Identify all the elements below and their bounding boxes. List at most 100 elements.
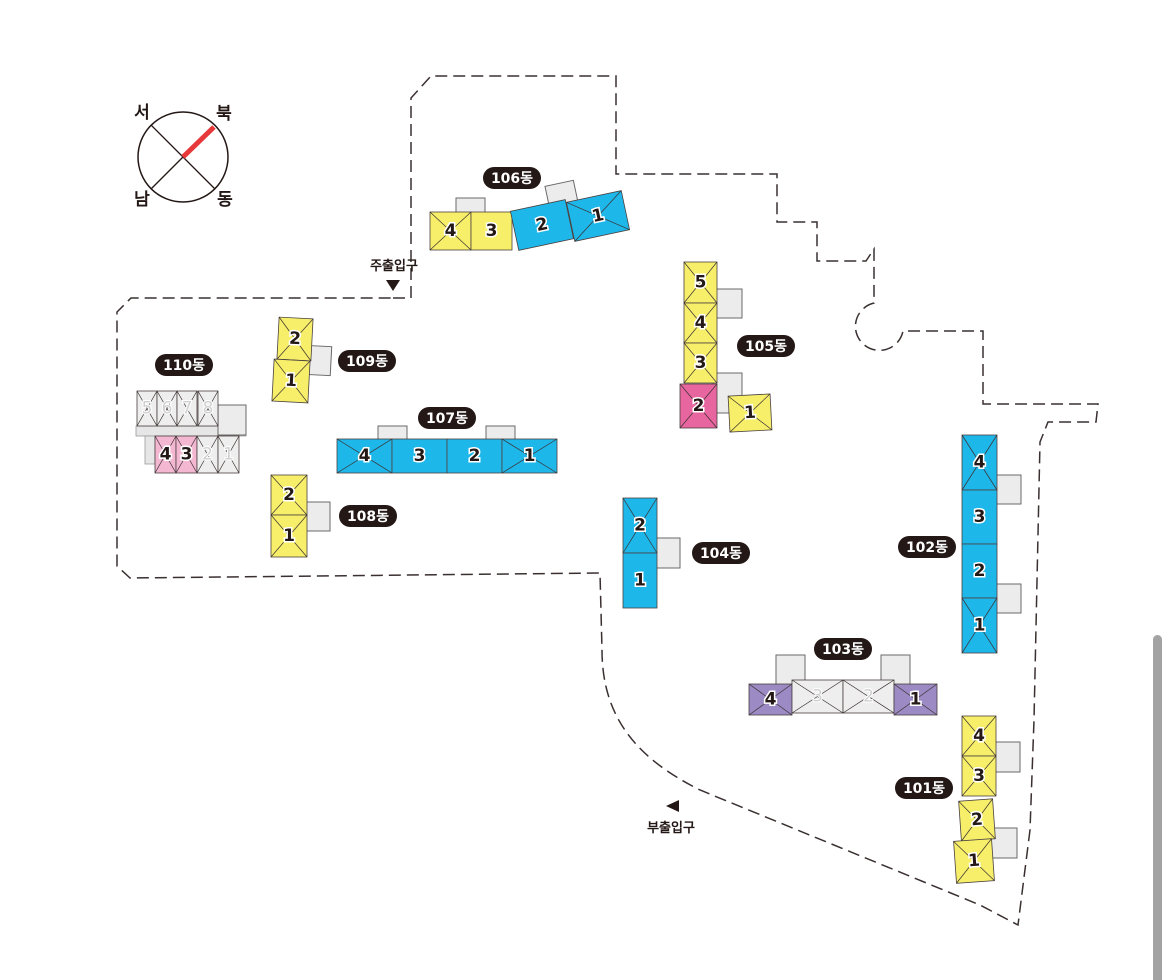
unit-107-1[interactable]: 1 — [501, 438, 558, 474]
building-label[interactable]: 106동 — [483, 167, 541, 189]
unit-diagonal — [679, 383, 718, 429]
left-triangle-icon — [666, 800, 679, 812]
unit-number: 2 — [283, 485, 295, 505]
unit-diagonal — [276, 318, 314, 360]
unit-107-3[interactable]: 3 — [391, 438, 448, 474]
unit-shape — [622, 552, 658, 609]
building-101[interactable]: 4 3 2 1 101동 — [895, 715, 1021, 884]
unit-number: 4 — [973, 726, 985, 746]
unit-102-4[interactable]: 4 — [961, 434, 998, 491]
building-label[interactable]: 108동 — [339, 505, 397, 527]
building-label[interactable]: 104동 — [692, 542, 750, 564]
unit-110-8[interactable]: 8 — [197, 390, 219, 427]
sub-gate-label: 부출입구 — [647, 820, 695, 836]
vertical-scrollbar[interactable] — [1153, 635, 1162, 980]
compass-north: 북 — [216, 104, 232, 124]
unit-102-1[interactable]: 1 — [961, 597, 998, 654]
unit-number: 1 — [285, 371, 298, 392]
unit-106-2[interactable]: 2 — [509, 199, 575, 251]
unit-number: 3 — [973, 766, 985, 786]
unit-101-3[interactable]: 3 — [961, 755, 997, 797]
unit-105-4[interactable]: 4 — [683, 302, 718, 344]
building-label[interactable]: 110동 — [155, 354, 213, 376]
unit-107-2[interactable]: 2 — [446, 438, 503, 474]
unit-diagonal — [683, 261, 718, 304]
building-label[interactable]: 103동 — [814, 638, 872, 660]
building-label[interactable]: 109동 — [338, 350, 396, 372]
unit-102-3[interactable]: 3 — [961, 489, 998, 545]
unit-number: 8 — [203, 399, 214, 419]
unit-103-3[interactable]: 3 — [791, 679, 844, 714]
unit-diagonal — [961, 597, 998, 654]
unit-104-1[interactable]: 1 — [622, 552, 658, 609]
unit-diagonal — [175, 435, 198, 474]
unit-109-2[interactable]: 2 — [276, 316, 314, 362]
unit-diagonal — [154, 435, 177, 474]
compass: 서 북 남 동 — [134, 103, 233, 210]
unit-108-2[interactable]: 2 — [270, 474, 308, 516]
unit-102-2[interactable]: 2 — [961, 543, 998, 599]
unit-108-1[interactable]: 1 — [270, 514, 308, 558]
unit-103-2[interactable]: 2 — [842, 679, 895, 714]
down-triangle-icon — [386, 280, 400, 291]
compass-south: 남 — [134, 190, 150, 210]
building-108[interactable]: 2 1 108동 — [270, 474, 397, 558]
unit-number: 4 — [445, 221, 457, 241]
unit-105-2[interactable]: 2 — [679, 383, 718, 429]
unit-diagonal — [196, 435, 219, 474]
unit-106-3[interactable]: 3 — [470, 211, 513, 251]
label-pill — [692, 542, 750, 564]
unit-106-1[interactable]: 1 — [565, 190, 631, 242]
building-label[interactable]: 102동 — [898, 536, 956, 558]
unit-number: 2 — [634, 516, 646, 536]
unit-106-4[interactable]: 4 — [429, 211, 472, 251]
unit-number: 4 — [160, 445, 172, 465]
unit-110-1[interactable]: 1 — [217, 435, 240, 474]
unit-110-7[interactable]: 7 — [176, 390, 198, 427]
unit-shape — [961, 489, 998, 545]
unit-110-4[interactable]: 4 — [154, 435, 177, 474]
unit-104-2[interactable]: 2 — [622, 497, 658, 554]
building-label[interactable]: 101동 — [895, 777, 953, 799]
unit-101-2[interactable]: 2 — [958, 798, 996, 842]
unit-110-5[interactable]: 5 — [136, 390, 158, 427]
unit-diagonal — [176, 390, 198, 427]
unit-number: 5 — [142, 399, 153, 419]
unit-101-1[interactable]: 1 — [953, 838, 995, 884]
building-105[interactable]: 543 2 1 105동 — [679, 261, 795, 433]
building-104[interactable]: 2 1 104동 — [622, 497, 750, 609]
unit-diagonal — [197, 390, 219, 427]
unit-109-1[interactable]: 1 — [271, 358, 311, 404]
unit-103-4[interactable]: 4 — [748, 683, 793, 716]
site-boundary — [116, 75, 1099, 927]
unit-number: 2 — [693, 396, 705, 416]
unit-diagonal — [961, 755, 997, 797]
unit-number: 1 — [967, 851, 980, 872]
unit-diagonal — [136, 390, 158, 427]
unit-107-4[interactable]: 4 — [336, 438, 393, 474]
unit-105-1[interactable]: 1 — [727, 393, 773, 433]
unit-number: 4 — [359, 446, 371, 466]
core-block — [217, 404, 247, 436]
unit-105-5[interactable]: 5 — [683, 261, 718, 304]
building-label[interactable]: 105동 — [737, 335, 795, 357]
unit-101-4[interactable]: 4 — [961, 715, 997, 757]
unit-103-1[interactable]: 1 — [893, 683, 938, 716]
unit-number: 1 — [223, 445, 234, 465]
unit-number: 7 — [182, 399, 193, 419]
label-pill — [338, 350, 396, 372]
building-109[interactable]: 2 1 109동 — [271, 316, 396, 404]
unit-110-6[interactable]: 6 — [156, 390, 178, 427]
unit-105-3[interactable]: 3 — [683, 342, 718, 384]
main-gate-label: 주출입구 — [370, 258, 418, 274]
unit-110-3[interactable]: 3 — [175, 435, 198, 474]
unit-number: 1 — [744, 403, 757, 424]
building-label[interactable]: 107동 — [418, 407, 476, 429]
unit-diagonal — [893, 683, 938, 716]
unit-110-2[interactable]: 2 — [196, 435, 219, 474]
